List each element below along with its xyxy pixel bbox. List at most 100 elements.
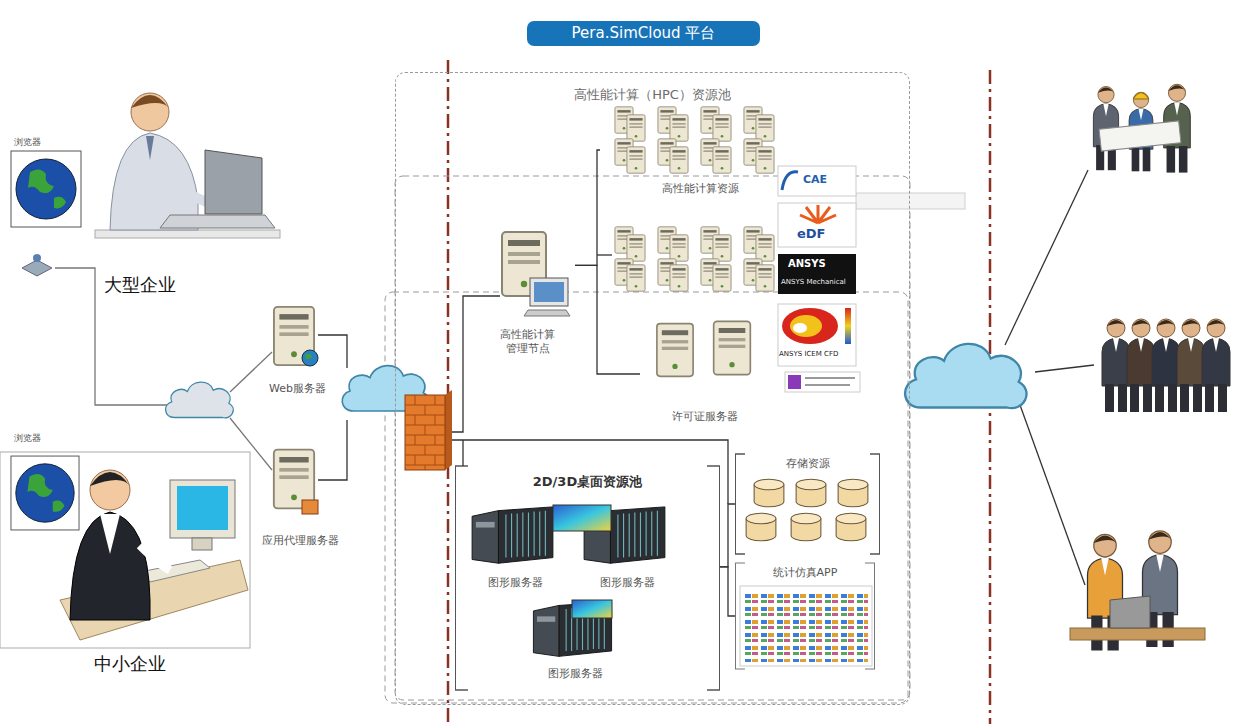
small-enterprise-figure — [70, 512, 150, 620]
graphic-server-icon — [472, 507, 553, 563]
bracket-tick — [735, 454, 880, 554]
software-logo — [805, 378, 855, 385]
network-wire — [1005, 170, 1088, 345]
dash-dot-divider — [447, 60, 450, 724]
firewall — [405, 395, 445, 470]
proxy-server: 应用代理服务器 — [245, 440, 355, 552]
logo-text: ANSYS ICEM CFD — [779, 350, 838, 358]
small-enterprise-figure — [140, 545, 170, 570]
firewall — [405, 390, 452, 470]
enterprise-user: 大型企业 — [0, 130, 280, 300]
user-group-figure — [1102, 319, 1130, 412]
web-server-icon — [302, 350, 318, 366]
node-label: 高性能计算（HPC）资源池 — [396, 87, 909, 104]
large-enterprise-figure — [95, 230, 280, 238]
server-cluster-icon — [627, 115, 645, 141]
large-enterprise-figure — [146, 136, 154, 160]
storage-cylinder — [791, 513, 821, 541]
large-enterprise-figure — [22, 260, 52, 276]
software-logo — [788, 375, 801, 389]
small-enterprise-figure — [11, 456, 79, 530]
user-group-figure — [1070, 84, 1230, 650]
software-logo — [845, 308, 851, 344]
desktop-pool: 2D/3D桌面资源池图形服务器图形服务器图形服务器 — [455, 466, 720, 690]
bracket-tick — [455, 454, 880, 690]
server-cluster: 高性能计算资源 — [600, 100, 800, 200]
zone-outline — [395, 176, 910, 700]
connector-line — [575, 150, 600, 265]
user-group-figure — [1070, 628, 1205, 640]
node-label: 存储资源 — [736, 457, 879, 471]
server-cluster-icon — [713, 235, 731, 261]
small-enterprise-figure — [100, 514, 120, 554]
user-group-figure — [1152, 319, 1180, 412]
web-server: Web服务器 — [255, 300, 340, 400]
browser-label: 浏览器 — [14, 433, 41, 444]
node-label: 大型企业 — [0, 273, 280, 296]
large-enterprise-figure — [11, 151, 81, 227]
node-label: 2D/3D桌面资源池 — [456, 474, 719, 491]
server-cluster-icon — [627, 235, 645, 261]
app-grid — [744, 590, 868, 662]
storage-cylinder — [796, 479, 826, 507]
storage-pool: 存储资源 — [735, 454, 880, 554]
management-server-icon — [530, 278, 568, 306]
firewall — [405, 395, 445, 470]
network-wire — [318, 335, 347, 368]
small-enterprise-figure — [177, 486, 228, 530]
network-wire — [597, 254, 612, 255]
small-enterprise-figure — [140, 560, 210, 582]
server-cluster-icon — [670, 147, 688, 173]
storage-cylinder — [746, 479, 868, 541]
graphic-server: 图形服务器 — [525, 597, 625, 685]
server-cluster-icon — [713, 147, 731, 173]
node-label: 中小企业 — [0, 652, 260, 675]
connector-line — [720, 504, 735, 567]
server-cluster-icon — [615, 107, 774, 291]
license-server-icon — [657, 321, 750, 376]
app-grid — [740, 586, 872, 666]
node-label: 许可证服务器 — [640, 410, 770, 424]
logo-text: ANSYS Mechanical — [781, 278, 846, 286]
network-wire — [445, 440, 728, 504]
software-logo — [778, 254, 856, 294]
management-server-icon — [502, 232, 570, 316]
small-enterprise-figure — [170, 480, 235, 538]
storage-cylinder — [838, 479, 868, 507]
node-label: 高性能计算资源 — [600, 182, 800, 196]
server-cluster-icon — [670, 265, 688, 291]
node-label: Web服务器 — [255, 382, 340, 396]
server-cluster-icon — [713, 115, 731, 141]
server-cluster-icon — [627, 147, 645, 173]
large-enterprise-figure — [131, 95, 169, 108]
server-cluster-icon — [627, 265, 645, 291]
grey-bar — [856, 193, 965, 209]
zone-outline — [385, 176, 910, 703]
logo-text: eDF — [797, 226, 826, 242]
graphic-server-icon — [553, 505, 611, 531]
node-label: 图形服务器 — [525, 667, 625, 681]
browser-label: 浏览器 — [14, 137, 41, 148]
network-wire — [55, 170, 1094, 585]
small-enterprise-figure — [90, 472, 130, 486]
server-cluster-icon — [756, 147, 774, 173]
network-wire — [1020, 405, 1085, 585]
firewall — [445, 390, 452, 470]
management-node: 高性能计算 管理节点 — [480, 222, 575, 362]
grey-bar — [856, 193, 965, 209]
user-group-figure — [1133, 93, 1149, 100]
software-logo — [793, 323, 807, 333]
network-wire — [230, 352, 272, 392]
large-enterprise-figure — [160, 215, 275, 228]
app-pool: 统计仿真APP — [735, 563, 875, 669]
zone-outline — [385, 292, 908, 703]
software-logo — [778, 166, 856, 196]
server-cluster-icon — [713, 265, 731, 291]
node-label: 应用代理服务器 — [245, 534, 355, 548]
user-group-figure — [1177, 319, 1205, 412]
web-server-icon — [274, 307, 318, 366]
small-enterprise-figure — [0, 452, 250, 648]
storage-cylinder — [836, 513, 866, 541]
